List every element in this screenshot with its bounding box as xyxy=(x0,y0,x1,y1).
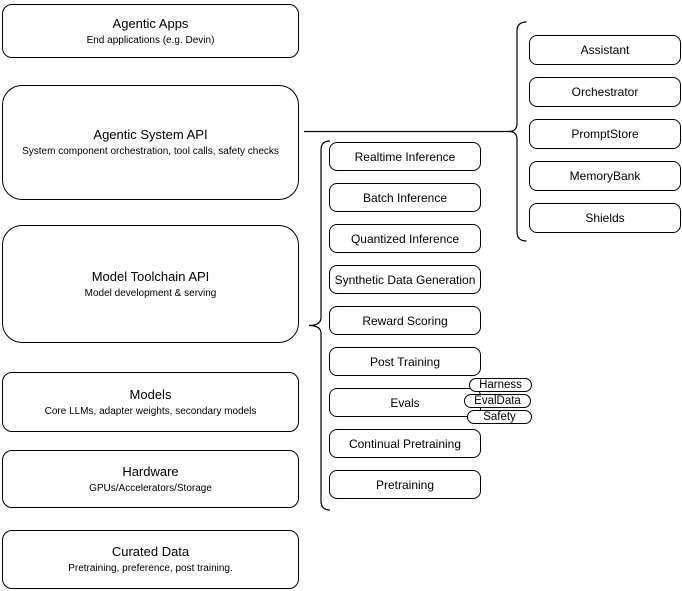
brace-toolchain-services xyxy=(308,140,331,511)
node-label: Synthetic Data Generation xyxy=(334,272,476,287)
node-label: Pretraining xyxy=(375,477,435,492)
tag-harness: Harness xyxy=(469,378,532,392)
node-label: Shields xyxy=(585,211,625,225)
node-agentic-system-api: Agentic System API System component orch… xyxy=(2,85,299,200)
node-continual-pretraining: Continual Pretraining xyxy=(329,429,481,458)
tag-label: Harness xyxy=(479,379,522,391)
node-subtitle: Model development & serving xyxy=(84,287,217,299)
node-realtime-inference: Realtime Inference xyxy=(329,142,481,171)
node-title: Agentic Apps xyxy=(112,15,189,31)
node-label: Orchestrator xyxy=(571,85,639,99)
node-label: Realtime Inference xyxy=(354,149,456,164)
node-pretraining: Pretraining xyxy=(329,470,481,499)
node-subtitle: GPUs/Accelerators/Storage xyxy=(89,482,212,494)
node-orchestrator: Orchestrator xyxy=(529,77,681,107)
tag-safety: Safety xyxy=(467,410,532,424)
node-label: Evals xyxy=(390,395,420,410)
node-label: Assistant xyxy=(580,43,630,57)
brace-system-components xyxy=(508,21,527,242)
node-label: MemoryBank xyxy=(569,169,641,183)
node-quantized-inference: Quantized Inference xyxy=(329,224,481,253)
node-synthetic-data-generation: Synthetic Data Generation xyxy=(329,265,481,294)
node-label: Post Training xyxy=(369,354,441,369)
node-title: Curated Data xyxy=(111,544,190,559)
node-subtitle: Pretraining, preference, post training. xyxy=(68,563,233,574)
node-label: PromptStore xyxy=(571,127,639,141)
node-subtitle: System component orchestration, tool cal… xyxy=(22,146,279,157)
node-memorybank: MemoryBank xyxy=(529,161,681,191)
node-label: Continual Pretraining xyxy=(348,436,462,451)
node-assistant: Assistant xyxy=(529,35,681,65)
node-title: Model Toolchain API xyxy=(91,268,210,284)
tag-evaldata: EvalData xyxy=(464,394,531,408)
node-title: Agentic System API xyxy=(93,127,208,142)
node-model-toolchain-api: Model Toolchain API Model development & … xyxy=(2,225,299,343)
node-title: Hardware xyxy=(122,463,179,479)
node-shields: Shields xyxy=(529,203,681,233)
node-models: Models Core LLMs, adapter weights, secon… xyxy=(2,372,299,432)
node-reward-scoring: Reward Scoring xyxy=(329,306,481,335)
node-label: Batch Inference xyxy=(362,190,448,205)
node-subtitle: Core LLMs, adapter weights, secondary mo… xyxy=(44,405,257,417)
node-curated-data: Curated Data Pretraining, preference, po… xyxy=(2,530,299,589)
node-hardware: Hardware GPUs/Accelerators/Storage xyxy=(2,450,299,508)
node-title: Models xyxy=(129,386,172,402)
node-evals: Evals xyxy=(329,388,481,417)
node-agentic-apps: Agentic Apps End applications (e.g. Devi… xyxy=(2,4,299,58)
node-label: Reward Scoring xyxy=(362,313,448,328)
tag-label: EvalData xyxy=(474,395,521,407)
tag-label: Safety xyxy=(483,411,516,423)
node-post-training: Post Training xyxy=(329,347,481,376)
node-batch-inference: Batch Inference xyxy=(329,183,481,212)
node-subtitle: End applications (e.g. Devin) xyxy=(86,34,215,46)
node-promptstore: PromptStore xyxy=(529,119,681,149)
node-label: Quantized Inference xyxy=(350,231,460,246)
